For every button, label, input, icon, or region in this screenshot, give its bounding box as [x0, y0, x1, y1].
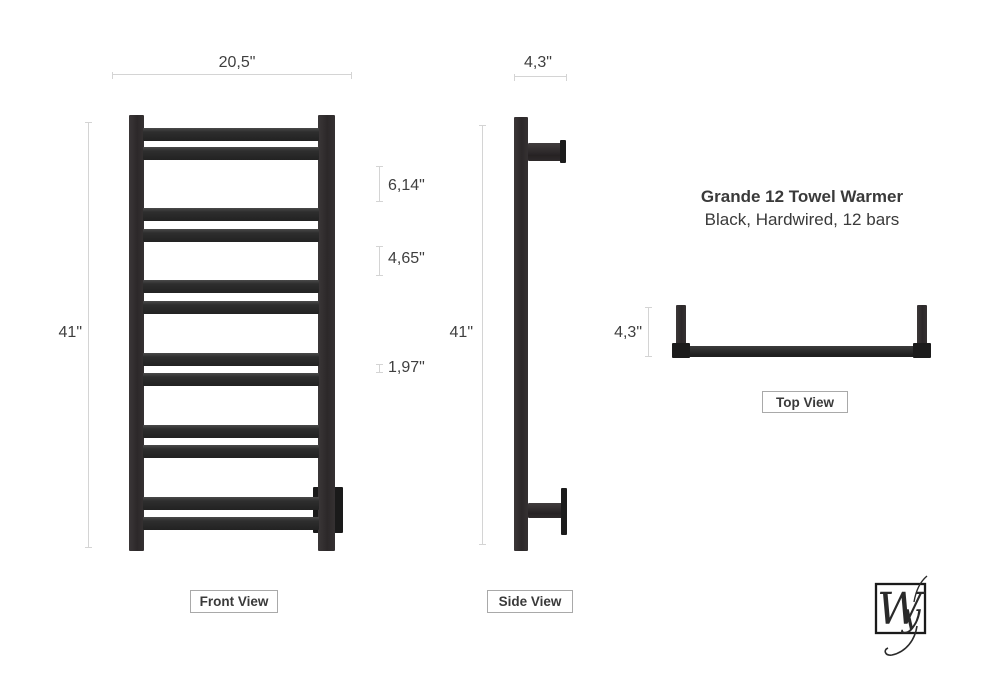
logo-top-flourish	[913, 575, 928, 603]
side-height-dimension-label: 41"	[449, 324, 473, 341]
spacing-top-dimension-line	[376, 166, 383, 202]
side-top-bracket-plate	[560, 140, 566, 163]
front-width-dimension-label: 20,5"	[218, 54, 256, 71]
top-depth-dimension-line	[645, 307, 652, 357]
front-right-post	[318, 115, 335, 551]
top-right-bracket	[917, 305, 927, 346]
front-height-dimension-line	[85, 122, 92, 548]
spacing-small-dimension-label: 1,97"	[388, 359, 425, 376]
side-depth-dimension-line	[514, 74, 567, 81]
towel-bar-1	[143, 128, 319, 141]
spacing-top-dimension-label: 6,14"	[388, 177, 425, 194]
towel-bar-6	[143, 301, 319, 314]
towel-bar-8	[143, 373, 319, 386]
towel-bar-7	[143, 353, 319, 366]
product-title: Grande 12 Towel Warmer	[700, 187, 904, 206]
logo-frame	[874, 582, 927, 635]
spacing-middle-dimension-label: 4,65"	[388, 250, 425, 267]
top-left-bracket	[676, 305, 686, 346]
logo-letter-y: y	[900, 595, 921, 634]
top-crossbar	[676, 346, 928, 357]
side-view-label-box: Side View	[487, 590, 573, 613]
top-left-bracket-foot	[672, 343, 690, 358]
spacing-small-dimension-line	[376, 364, 383, 373]
top-view-label: Top View	[775, 394, 834, 410]
front-height-dimension-label: 41"	[58, 324, 82, 341]
title-block: Grande 12 Towel Warmer Black, Hardwired,…	[650, 185, 954, 231]
towel-bar-5	[143, 280, 319, 293]
front-width-dimension-line	[112, 72, 352, 79]
side-top-bracket-arm	[528, 143, 562, 161]
towel-bar-9	[143, 425, 319, 438]
side-height-dimension-line	[479, 125, 486, 545]
side-post	[514, 117, 528, 551]
front-view-label-box: Front View	[190, 590, 278, 613]
product-subtitle: Black, Hardwired, 12 bars	[704, 210, 900, 229]
side-depth-dimension-label: 4,3"	[524, 54, 552, 71]
side-bottom-bracket-arm	[528, 503, 562, 518]
logo-tail-flourish	[884, 625, 918, 656]
towel-bar-4	[143, 229, 319, 242]
towel-bar-3	[143, 208, 319, 221]
top-right-bracket-foot	[913, 343, 931, 358]
side-view-label: Side View	[498, 594, 562, 609]
towel-bar-12	[143, 517, 319, 530]
front-view-label: Front View	[199, 594, 269, 609]
front-left-post	[129, 115, 144, 551]
top-view-label-box: Top View	[762, 391, 848, 413]
top-depth-dimension-label: 4,3"	[614, 324, 642, 341]
towel-bar-11	[143, 497, 319, 510]
brand-logo: W y	[874, 575, 928, 656]
towel-bar-10	[143, 445, 319, 458]
spacing-middle-dimension-line	[376, 246, 383, 276]
towel-bar-2	[143, 147, 319, 160]
logo-letter-w: W	[877, 584, 926, 635]
side-bottom-bracket-plate	[561, 488, 567, 535]
